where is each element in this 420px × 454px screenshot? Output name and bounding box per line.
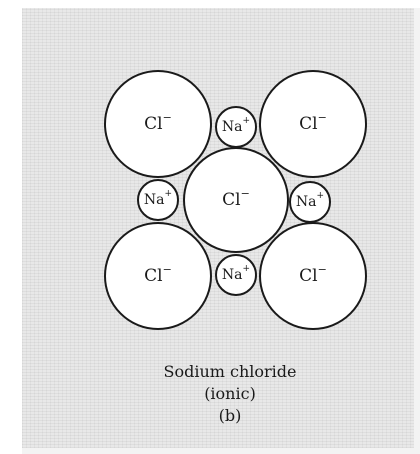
sodium-ion-bottom: Na+ xyxy=(215,254,257,296)
chloride-ion-top-left: Cl− xyxy=(104,70,212,178)
page-margin-top xyxy=(0,0,420,8)
caption-title: Sodium chloride xyxy=(163,362,297,381)
chloride-ion-label: Cl− xyxy=(144,111,172,135)
sodium-ion-left: Na+ xyxy=(137,179,179,221)
chloride-ion-center: Cl− xyxy=(183,147,289,253)
sodium-ion-label: Na+ xyxy=(296,191,324,210)
chloride-ion-label: Cl− xyxy=(299,111,327,135)
chloride-ion-bottom-right: Cl− xyxy=(259,222,367,330)
sodium-ion-top: Na+ xyxy=(215,106,257,148)
chloride-ion-label: Cl− xyxy=(144,263,172,287)
page-margin-left xyxy=(0,0,22,454)
chloride-ion-label: Cl− xyxy=(299,263,327,287)
chloride-ion-label: Cl− xyxy=(222,187,250,211)
sodium-ion-label: Na+ xyxy=(222,116,250,135)
sodium-ion-right: Na+ xyxy=(289,181,331,223)
chloride-ion-top-right: Cl− xyxy=(259,70,367,178)
caption-panel-label: (b) xyxy=(218,406,242,425)
chloride-ion-bottom-left: Cl− xyxy=(104,222,212,330)
caption-subtitle: (ionic) xyxy=(204,384,256,403)
sodium-ion-label: Na+ xyxy=(222,264,250,283)
sodium-ion-label: Na+ xyxy=(144,189,172,208)
